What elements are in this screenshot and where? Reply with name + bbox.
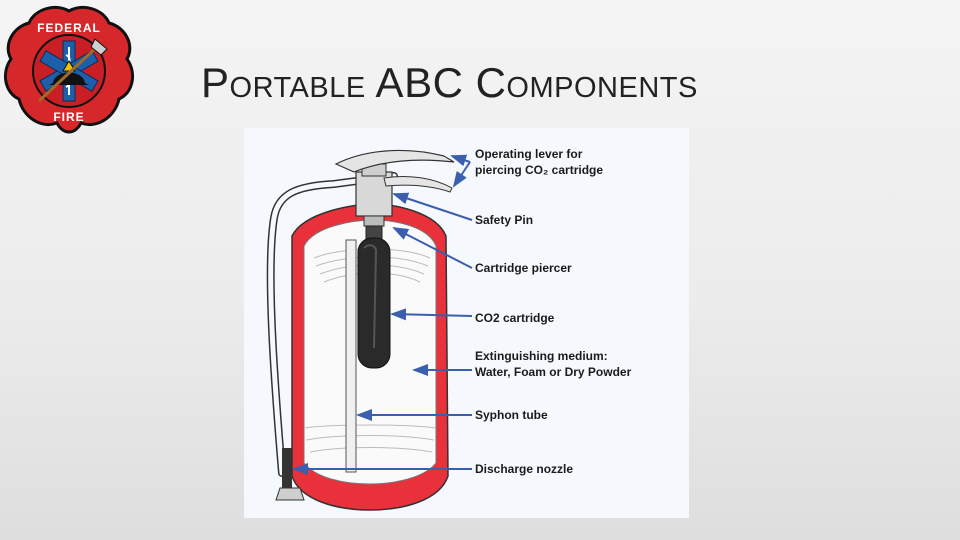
arrow-operating-lever bbox=[452, 156, 470, 162]
label-operating-lever-line2: piercing CO₂ cartridge bbox=[475, 162, 603, 178]
co2-cartridge bbox=[358, 226, 390, 368]
label-safety-pin: Safety Pin bbox=[475, 212, 533, 228]
federal-fire-logo: FEDERAL FIRE bbox=[3, 5, 135, 139]
slide-title: Portable ABC Components bbox=[201, 58, 698, 108]
label-operating-lever: Operating lever for piercing CO₂ cartrid… bbox=[475, 146, 603, 178]
label-extinguishing-medium-line1: Extinguishing medium: bbox=[475, 348, 631, 364]
label-co2-cartridge: CO2 cartridge bbox=[475, 310, 554, 326]
label-extinguishing-medium-line2: Water, Foam or Dry Powder bbox=[475, 364, 631, 380]
logo-top-text: FEDERAL bbox=[37, 21, 101, 35]
syphon-tube bbox=[346, 240, 356, 472]
operating-lever bbox=[336, 150, 454, 172]
label-operating-lever-line1: Operating lever for bbox=[475, 146, 603, 162]
label-discharge-nozzle: Discharge nozzle bbox=[475, 461, 573, 477]
label-syphon-tube: Syphon tube bbox=[475, 407, 548, 423]
extinguisher-diagram: Operating lever for piercing CO₂ cartrid… bbox=[244, 128, 689, 518]
logo-bottom-text: FIRE bbox=[53, 110, 84, 124]
arrow-operating-lever-2 bbox=[454, 162, 470, 186]
label-extinguishing-medium: Extinguishing medium: Water, Foam or Dry… bbox=[475, 348, 631, 380]
label-cartridge-piercer: Cartridge piercer bbox=[475, 260, 572, 276]
extinguisher-drawing bbox=[244, 128, 689, 518]
